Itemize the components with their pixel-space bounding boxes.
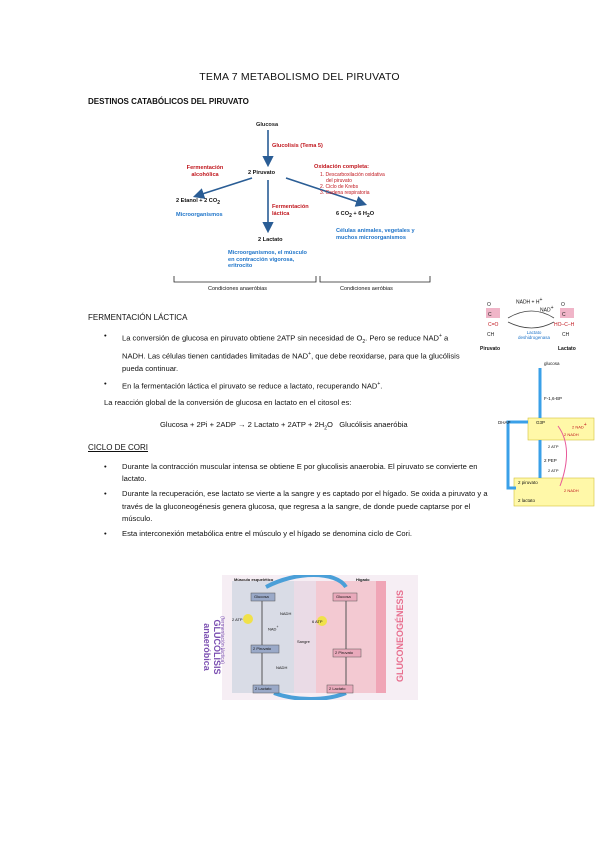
cori-nadh: NADH [276, 665, 288, 670]
cori-bullet-2: Durante la recuperación, ese lactato se … [88, 488, 488, 525]
diagram-lactato: 2 Lactato [258, 237, 283, 243]
svg-text:O: O [561, 302, 565, 308]
glyc-nadh-bottom: 2 NADH [564, 488, 579, 493]
cori-lactato-m: 2 Lactato [255, 686, 272, 691]
cori-glucosa-l: Glucosa [336, 594, 351, 599]
cori-glucolisis-sub: (fermentación láctica) [219, 616, 225, 664]
diagram-microorganismos: Microorganismos [176, 212, 223, 218]
cori-bullet-1: Durante la contracción muscular intensa … [88, 461, 488, 486]
ldh-lactato: Lactato [558, 346, 576, 352]
section-heading-lactica: FERMENTACIÓN LÁCTICA [88, 313, 188, 322]
cori-muscle: Músculo esquelético [234, 577, 274, 582]
cori-atp6: 6 ATP [312, 619, 323, 624]
diagram-glucosa: Glucosa [256, 122, 279, 128]
cori-atp: 2 ATP [232, 617, 243, 622]
cori-nadh-top: NADH [280, 611, 292, 616]
ldh-enzyme: Lactato deshidrogenasa [517, 330, 551, 340]
cori-piruvato-l: 2 Piruvato [335, 650, 354, 655]
glyc-dhap: DHAP [498, 420, 511, 425]
lactica-bullet-1: La conversión de glucosa en piruvato obt… [88, 330, 466, 376]
ldh-nad: NAD+ [540, 305, 554, 314]
glyc-f16bp: F-1,6-BP [544, 396, 563, 401]
glyc-nad: 2 NAD+ [572, 422, 587, 430]
cori-bullets: Durante la contracción muscular intensa … [88, 461, 488, 543]
pyruvate-fates-diagram: Glucosa Glucolisis (Tema 5) 2 Piruvato F… [168, 112, 448, 302]
glyc-piruvato: 2 piruvato [518, 480, 538, 485]
cori-glucosa-m: Glucosa [254, 594, 269, 599]
svg-text:C: C [562, 312, 566, 318]
cori-blood: Sangre [297, 639, 310, 644]
reaction-intro: La reacción global de la conversión de g… [104, 398, 352, 407]
pyruvate-arrows [173, 130, 431, 283]
diagram-oxidacion: Oxidación completa: [314, 164, 370, 170]
diagram-anaerobic: Condiciones anaeróbias [208, 286, 268, 292]
svg-text:C=O: C=O [488, 322, 499, 328]
glyc-pep: 2 PEP [544, 458, 557, 463]
cori-gluconeo-label: GLUCONEOGÉNESIS [395, 590, 405, 683]
page-title: TEMA 7 METABOLISMO DEL PIRUVATO [199, 71, 400, 83]
cori-piruvato-m: 2 Piruvato [253, 646, 272, 651]
diagram-co2: 6 CO2 + 6 H2O [336, 211, 375, 220]
glyc-atp2: 2 ATP [548, 468, 559, 473]
lactica-bullet-2: En la fermentación láctica el piruvato s… [88, 378, 466, 393]
diagram-aerobic: Condiciones aeróbias [340, 286, 393, 292]
glycolysis-figure: glucosa F-1,6-BP DHAP G3P 2 NAD+ 2 NADH … [498, 360, 598, 510]
section-heading-destinos: DESTINOS CATABÓLICOS DEL PIRUVATO [88, 97, 249, 106]
diagram-lactato-organisms: Microorganismos, el músculo en contracci… [228, 250, 307, 270]
svg-text:CH: CH [487, 332, 495, 338]
diagram-aerobic-cells: Células animales, vegetales y muchos mic… [336, 228, 415, 241]
ldh-piruvato: Piruvato [480, 346, 501, 352]
glycolysis-arrows [506, 368, 595, 507]
svg-text:HO–C–H: HO–C–H [554, 322, 575, 328]
diagram-etanol: 2 Etanol + 2 CO2 [176, 198, 220, 207]
cori-liver: Hígado [356, 577, 370, 582]
cori-bullet-3: Esta interconexión metabólica entre el m… [88, 528, 488, 541]
ldh-structures: O O C C C=O HO–C–H CH CH [486, 302, 575, 338]
glyc-glucosa: glucosa [544, 361, 560, 366]
glyc-g3p: G3P [536, 420, 546, 425]
lactica-bullets: La conversión de glucosa en piruvato obt… [88, 330, 466, 396]
cori-nad: NAD+ [268, 625, 279, 632]
diagram-piruvato: 2 Piruvato [248, 170, 276, 176]
svg-text:CH: CH [562, 332, 570, 338]
glyc-lactato: 2 lactato [518, 498, 536, 503]
svg-text:C: C [488, 312, 492, 318]
ldh-figure: O O C C C=O HO–C–H CH CH NADH + H+ NAD+ Lact… [474, 296, 592, 358]
diagram-oxidacion-steps: 1. Descarboxilación oxidativa del piruva… [320, 172, 385, 196]
glyc-atp: 2 ATP [548, 444, 559, 449]
cori-lactato-l: 2 Lactato [329, 686, 346, 691]
svg-text:O: O [487, 302, 491, 308]
cori-cycle-figure: Músculo esquelético Hígado Sangre Glucos… [196, 575, 418, 700]
section-heading-cori: CICLO DE CORI [88, 443, 149, 452]
cori-cycle-background [222, 575, 418, 700]
diagram-glucolisis: Glucolisis (Tema 5) [272, 143, 323, 149]
ldh-nadh: NADH + H+ [516, 297, 543, 306]
reaction-equation: Glucosa + 2Pi + 2ADP → 2 Lactato + 2ATP … [160, 420, 408, 432]
glyc-nadh-top: 2 NADH [564, 432, 579, 437]
